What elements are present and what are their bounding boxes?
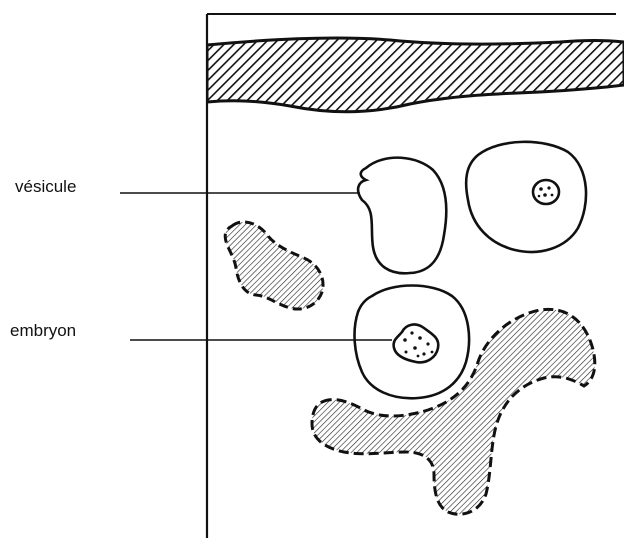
wall-layer [207, 38, 624, 112]
dashed-tissue-patch-left [225, 222, 323, 309]
nucleus [533, 180, 559, 204]
cell-with-nucleus [466, 142, 586, 252]
label-embryo: embryon [10, 321, 76, 341]
vesicle-shape [358, 158, 446, 274]
label-vesicle: vésicule [15, 177, 76, 197]
